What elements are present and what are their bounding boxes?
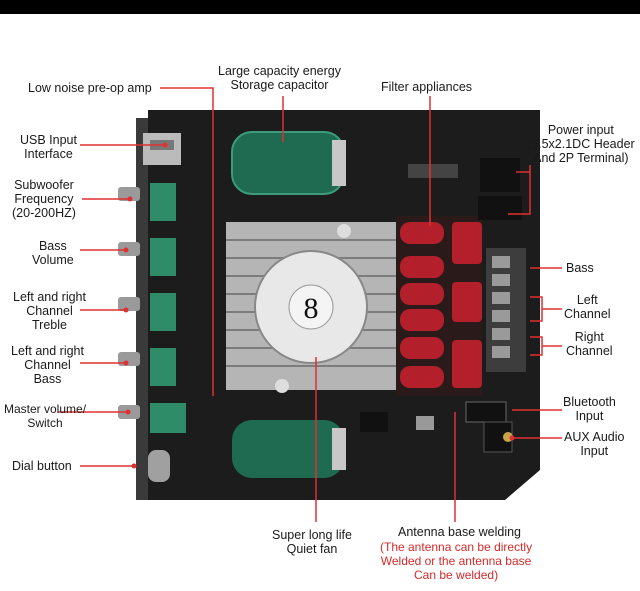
label-filter: Filter appliances	[381, 80, 473, 94]
top-bar	[0, 0, 640, 14]
label-dial: Dial button	[12, 459, 72, 473]
label-antenna: Antenna base welding	[398, 525, 522, 539]
label-low-noise: Low noise pre-op amp	[28, 81, 152, 95]
svg-text:8: 8	[304, 292, 319, 325]
label-bass-out: Bass	[566, 261, 594, 275]
label-master-volume: Master volume/Switch	[4, 402, 87, 430]
